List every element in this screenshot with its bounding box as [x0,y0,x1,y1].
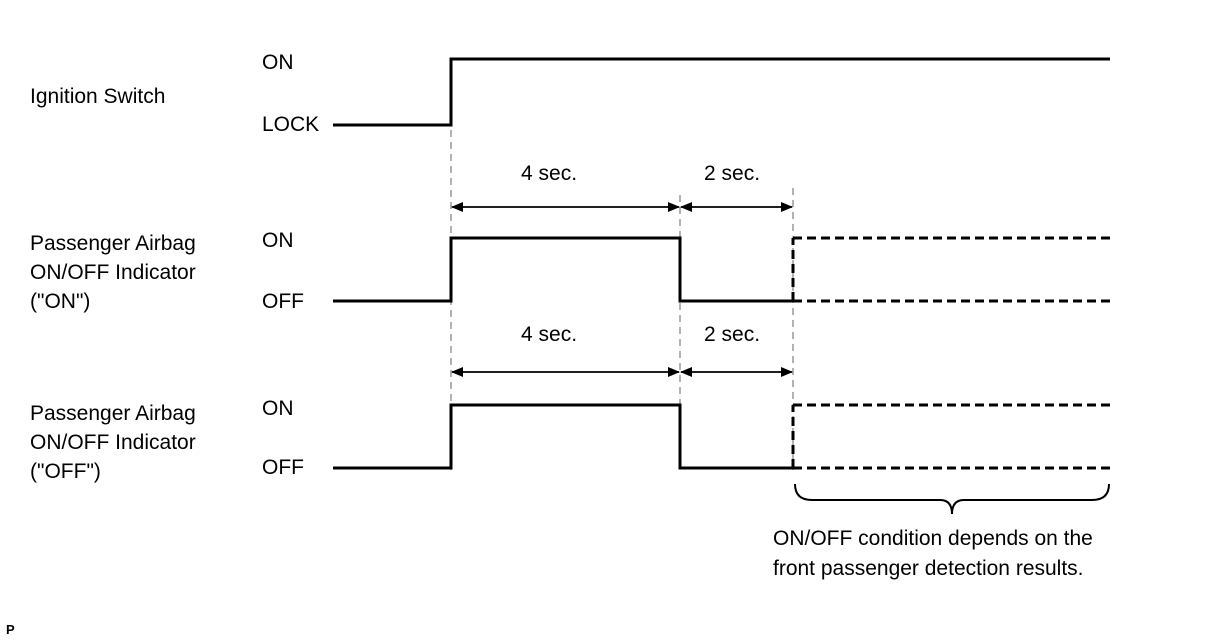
duration-label-2sec-1: 2 sec. [704,162,761,185]
indicator-off-waveform [333,403,793,470]
detection-note: ON/OFF condition depends on the front pa… [773,527,1093,580]
ignition-switch-waveform [333,57,1110,127]
signal-name-indicator-on: Passenger Airbag ON/OFF Indicator ("ON") [30,232,196,313]
duration-label-2sec-2: 2 sec. [704,323,761,346]
signal-name-ignition: Ignition Switch [30,85,166,108]
indicator-off-high-label: ON [262,397,294,420]
ignition-high-label: ON [262,51,294,74]
undetermined-brace [794,483,1110,515]
corner-tag: P [6,622,15,637]
indicator-on-high-label: ON [262,229,294,252]
duration-label-4sec-2: 4 sec. [521,323,578,346]
duration-label-4sec-1: 4 sec. [521,162,578,185]
indicator-off-low-label: OFF [262,456,304,479]
indicator-off-undetermined [791,403,1110,470]
indicator-on-undetermined [791,236,1110,303]
indicator-on-low-label: OFF [262,290,304,313]
signal-name-indicator-off: Passenger Airbag ON/OFF Indicator ("OFF"… [30,402,196,483]
indicator-on-waveform [333,236,793,303]
ignition-low-label: LOCK [262,113,320,136]
